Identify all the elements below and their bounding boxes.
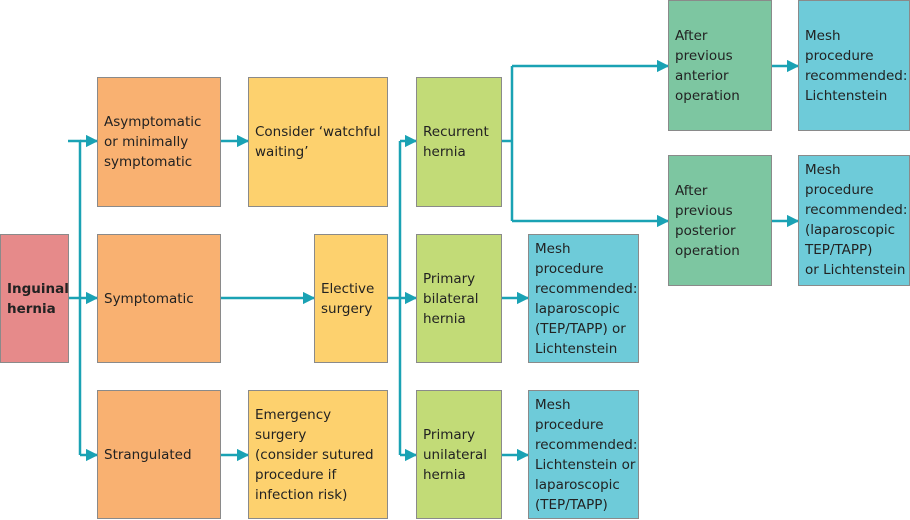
box-recurrent-hernia-label: Recurrent hernia xyxy=(423,124,489,160)
box-emergency-surgery-label: Emergency surgery (consider sutured proc… xyxy=(255,406,374,503)
box-mesh-unilateral-label: Mesh procedure recommended: Lichtenstein… xyxy=(535,397,638,513)
box-watchful-waiting: Consider ‘watchful waiting’ xyxy=(248,77,388,207)
box-primary-unilateral: Primary unilateral hernia xyxy=(416,390,502,519)
box-elective-surgery: Elective surgery xyxy=(314,234,388,363)
box-after-anterior: After previous anterior operation xyxy=(668,0,772,131)
box-after-posterior-label: After previous posterior operation xyxy=(675,182,740,259)
box-strangulated-label: Strangulated xyxy=(104,446,192,463)
box-watchful-waiting-label: Consider ‘watchful waiting’ xyxy=(255,124,381,160)
box-primary-bilateral: Primary bilateral hernia xyxy=(416,234,502,363)
box-mesh-bilateral: Mesh procedure recommended: laparoscopic… xyxy=(528,234,639,363)
box-symptomatic-label: Symptomatic xyxy=(104,290,194,307)
box-mesh-lap-or-lichtenstein-label: Mesh procedure recommended: (laparoscopi… xyxy=(805,162,908,278)
box-asymptomatic: Asymptomatic or minimally symptomatic xyxy=(97,77,221,207)
box-inguinal-hernia: Inguinal hernia xyxy=(0,234,69,363)
box-after-anterior-label: After previous anterior operation xyxy=(675,27,740,104)
box-mesh-lichtenstein: Mesh procedure recommended: Lichtenstein xyxy=(798,0,910,131)
connector-recurrent-branch xyxy=(501,66,514,221)
box-mesh-unilateral: Mesh procedure recommended: Lichtenstein… xyxy=(528,390,639,519)
box-symptomatic: Symptomatic xyxy=(97,234,221,363)
box-primary-unilateral-label: Primary unilateral hernia xyxy=(423,426,488,483)
box-mesh-lap-or-lichtenstein: Mesh procedure recommended: (laparoscopi… xyxy=(798,155,910,286)
box-emergency-surgery: Emergency surgery (consider sutured proc… xyxy=(248,390,388,519)
box-strangulated: Strangulated xyxy=(97,390,221,519)
box-asymptomatic-label: Asymptomatic or minimally symptomatic xyxy=(104,114,202,170)
box-after-posterior: After previous posterior operation xyxy=(668,155,772,286)
box-elective-surgery-label: Elective surgery xyxy=(321,280,375,317)
box-inguinal-hernia-label: Inguinal hernia xyxy=(7,280,69,317)
box-primary-bilateral-label: Primary bilateral hernia xyxy=(423,270,479,327)
box-mesh-lichtenstein-label: Mesh procedure recommended: Lichtenstein xyxy=(805,27,908,104)
box-mesh-bilateral-label: Mesh procedure recommended: laparoscopic… xyxy=(535,241,638,357)
box-recurrent-hernia: Recurrent hernia xyxy=(416,77,502,207)
